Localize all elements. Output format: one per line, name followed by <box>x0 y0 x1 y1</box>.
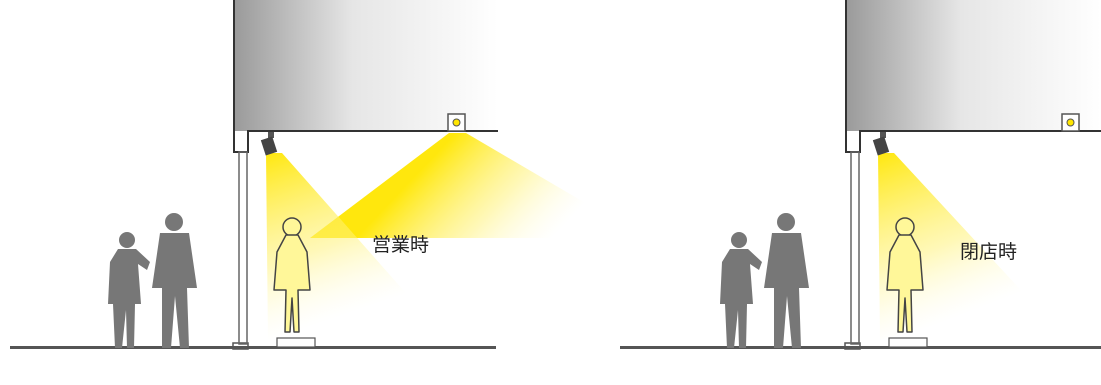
pedestal <box>888 337 928 348</box>
spotlight-icon <box>260 132 278 156</box>
wall-base <box>844 342 861 350</box>
spotlight-beam <box>266 153 412 340</box>
ceiling-slab <box>234 0 498 131</box>
pedestal <box>276 337 316 348</box>
ceiling-outline <box>233 0 498 153</box>
panel-label: 営業時 <box>372 234 429 256</box>
spotlight-beam <box>878 153 1030 340</box>
downlight-icon <box>1061 113 1080 132</box>
mannequin-icon <box>273 217 311 333</box>
ceiling-outline <box>845 0 1101 153</box>
storefront-glass <box>238 151 248 345</box>
downlight-icon <box>447 113 466 132</box>
panel-label: 閉店時 <box>960 241 1017 263</box>
downlight-beam <box>310 133 645 238</box>
mannequin-icon <box>886 217 924 333</box>
wall-base <box>232 342 249 350</box>
pedestrian-icon <box>720 213 809 348</box>
spotlight-icon <box>872 132 890 156</box>
panel-closed: 閉店時 <box>620 0 1101 350</box>
storefront-glass <box>850 151 860 345</box>
ceiling-slab <box>846 0 1101 131</box>
pedestrian-icon <box>108 213 197 348</box>
floor <box>10 346 496 349</box>
panel-open: 営業時 <box>10 0 645 350</box>
